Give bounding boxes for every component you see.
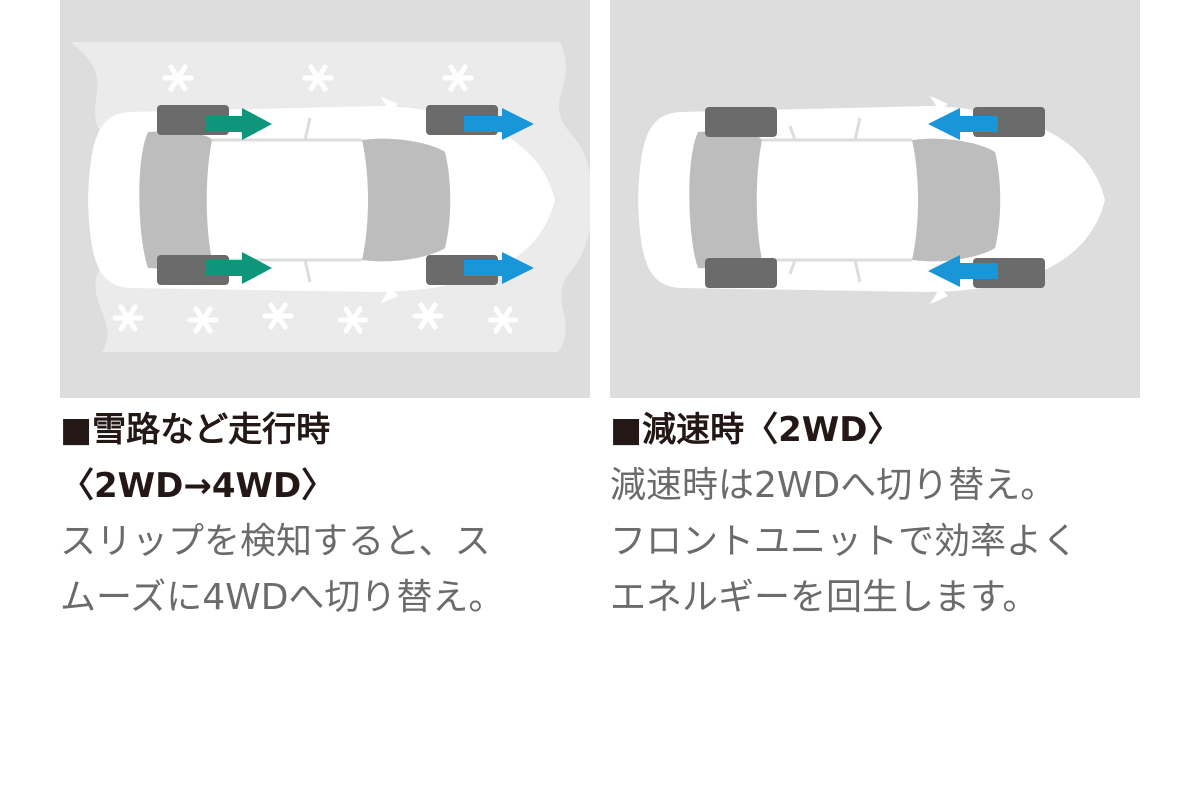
snow-driving-illustration <box>60 0 590 398</box>
rear-right-tire <box>705 258 777 288</box>
snow-driving-title: ■雪路など走行時 <box>60 410 331 450</box>
pillar-line <box>853 259 862 283</box>
snowflake-icon <box>112 304 144 332</box>
snowflake-icon <box>442 64 474 92</box>
snowflake-icon <box>162 64 194 92</box>
snow-driving-description-line: ムーズに4WDへ切り替え。 <box>60 577 505 618</box>
snow-driving-description-line: スリップを検知すると、ス <box>60 521 491 562</box>
blue-arrow-left-icon <box>928 108 998 140</box>
windshield <box>912 138 1001 262</box>
deceleration-illustration <box>610 0 1140 398</box>
blue-arrow-icon <box>464 252 534 284</box>
blue-arrow-icon <box>464 108 534 140</box>
green-arrow-icon <box>205 108 272 140</box>
pillar-line <box>788 125 797 141</box>
deceleration-title: ■減速時〈2WD〉 <box>610 410 902 450</box>
deceleration-description-line: フロントユニットで効率よく <box>610 521 1079 562</box>
side-mirror <box>930 288 948 304</box>
green-arrow-icon <box>205 252 272 284</box>
windshield <box>362 138 451 262</box>
car-icon <box>638 96 1105 304</box>
snow-driving-mode: 〈2WD→4WD〉 <box>60 466 336 506</box>
snow-driving-diagram <box>60 0 590 398</box>
deceleration-description-line: 減速時は2WDへ切り替え。 <box>610 465 1057 506</box>
snowflake-icon <box>412 302 444 330</box>
deceleration-description-line: エネルギーを回生します。 <box>610 577 1039 618</box>
car-icon <box>88 96 555 304</box>
rear-window <box>689 131 762 269</box>
snowflake-icon <box>262 302 294 330</box>
side-mirror <box>930 96 948 112</box>
rear-left-tire <box>705 107 777 137</box>
snow-driving-caption: ■雪路など走行時 〈2WD→4WD〉 スリップを検知すると、ス ムーズに4WDへ… <box>60 402 600 626</box>
side-mirror <box>380 96 398 112</box>
snowflake-icon <box>187 306 219 334</box>
snowflake-icon <box>337 306 369 334</box>
blue-arrow-left-icon <box>928 255 998 287</box>
snowflake-icon <box>302 64 334 92</box>
pillar-line <box>303 259 312 283</box>
pillar-line <box>853 117 862 141</box>
pillar-line <box>303 117 312 141</box>
snowflake-icons <box>112 64 519 334</box>
pillar-line <box>788 259 797 275</box>
snowflake-icon <box>487 306 519 334</box>
rear-window <box>139 131 212 269</box>
deceleration-caption: ■減速時〈2WD〉 減速時は2WDへ切り替え。 フロントユニットで効率よく エネ… <box>610 402 1150 626</box>
side-mirror <box>380 288 398 304</box>
deceleration-diagram <box>610 0 1140 398</box>
